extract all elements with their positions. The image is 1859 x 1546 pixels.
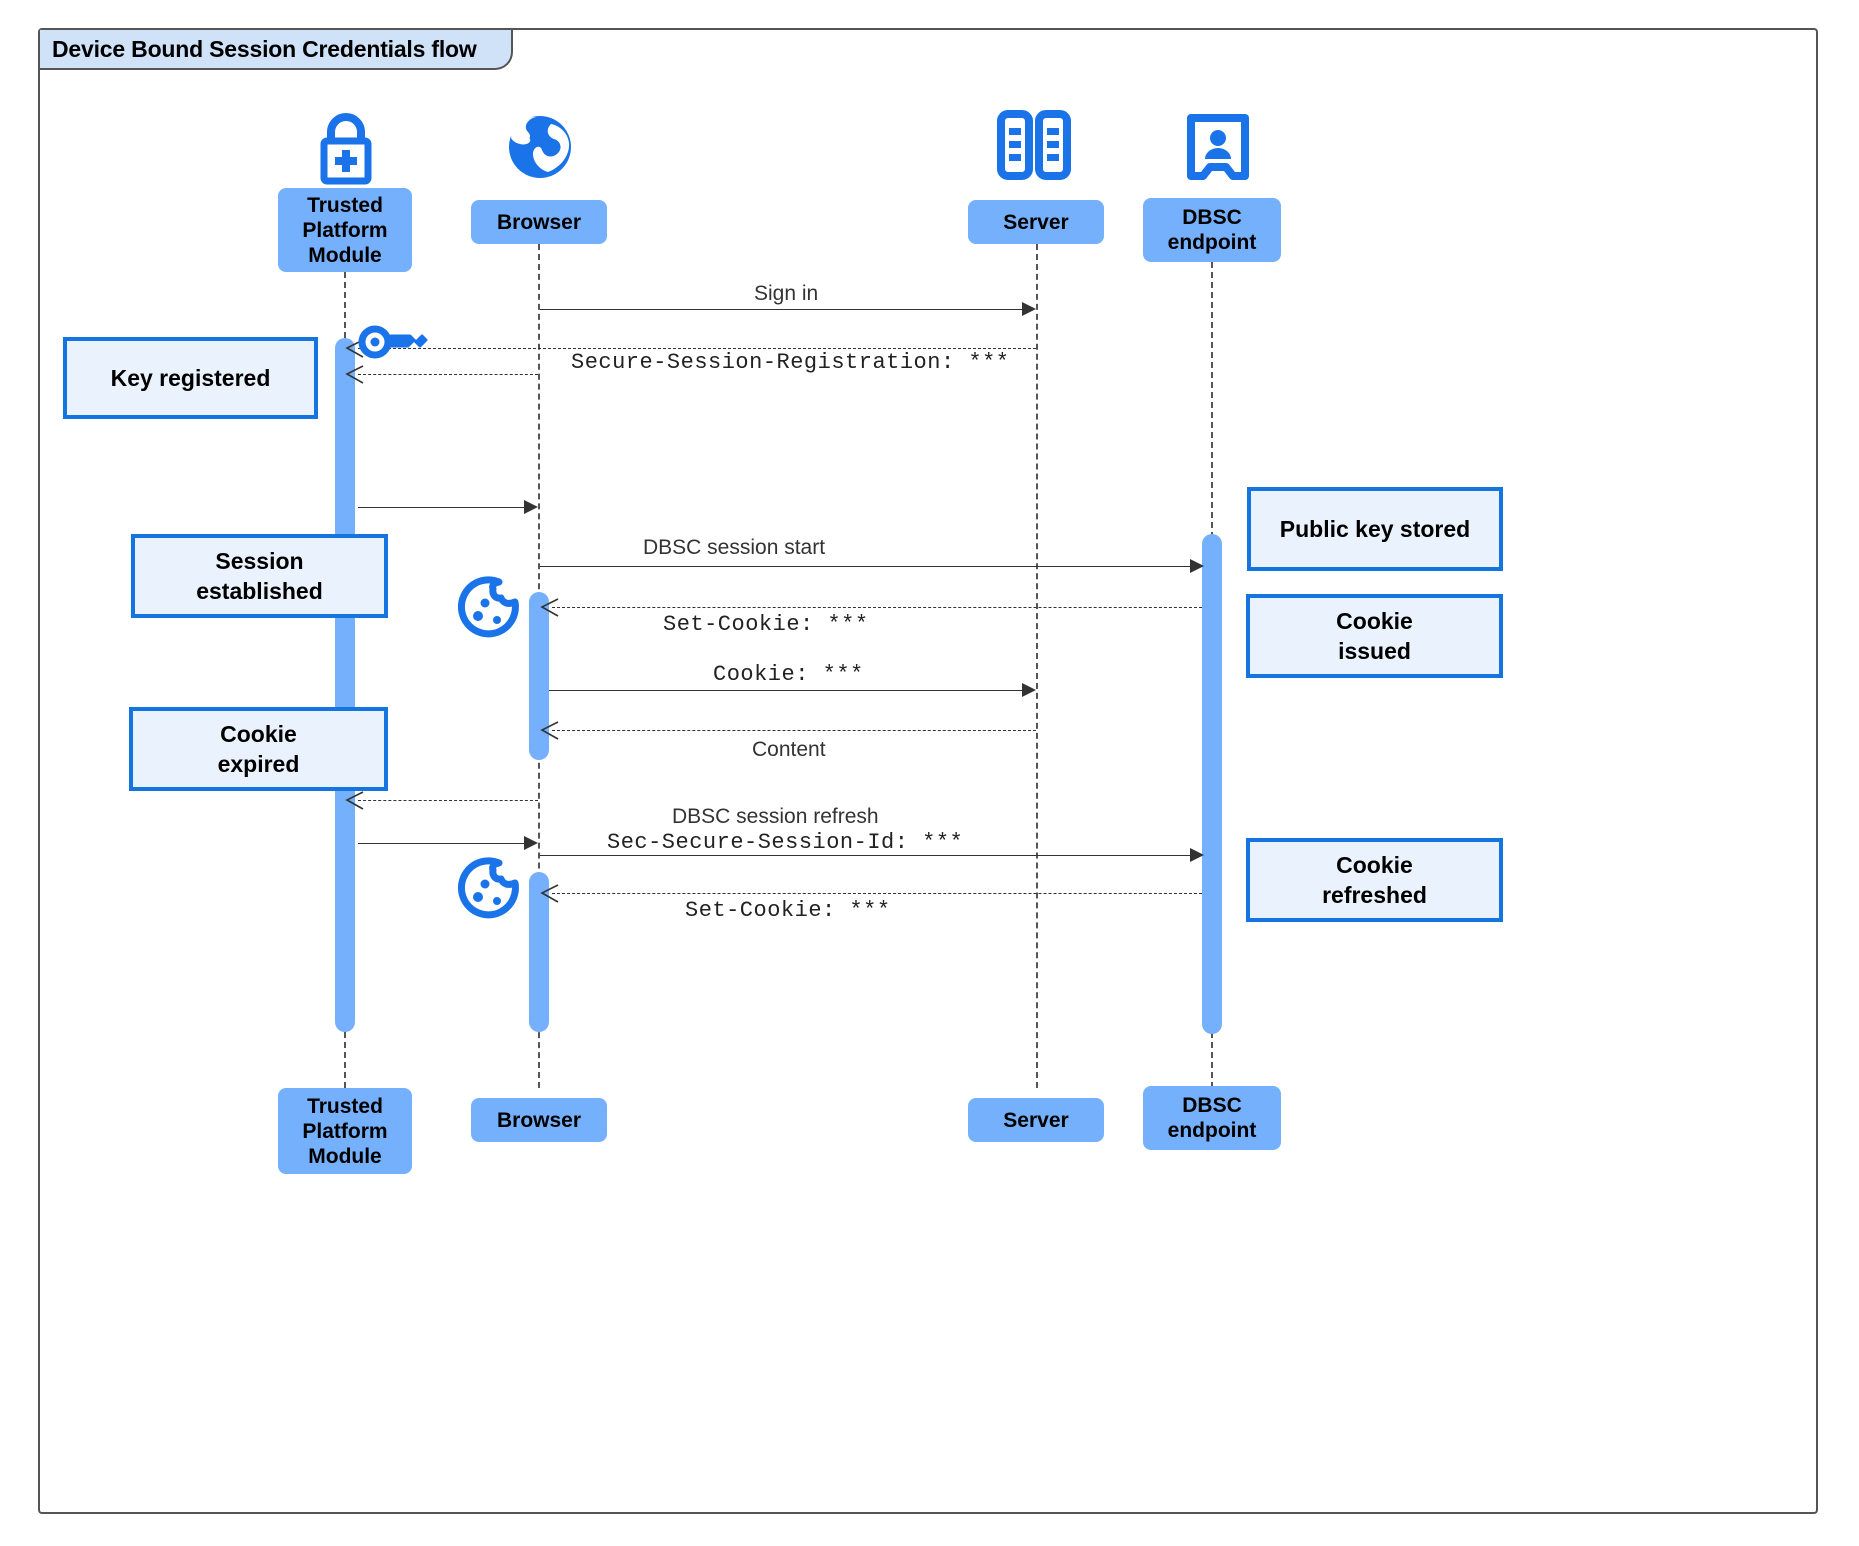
globe-icon — [503, 110, 577, 189]
message-line-registration-to-browser — [358, 374, 538, 375]
note-public-key-stored: Public key stored — [1247, 487, 1503, 571]
note-cookie-issued: Cookie issued — [1246, 594, 1503, 678]
arrowhead-left-open — [345, 791, 364, 810]
note-text: Session established — [196, 548, 323, 604]
participant-dbsc-top[interactable]: DBSC endpoint — [1143, 198, 1281, 262]
participant-label: DBSC endpoint — [1167, 1094, 1257, 1142]
arrowhead-left-open — [540, 884, 559, 903]
key-icon — [358, 320, 428, 369]
participant-label: Browser — [496, 1108, 582, 1132]
note-text: Cookie refreshed — [1322, 852, 1427, 908]
participant-label: Trusted Platform Module — [302, 1094, 388, 1168]
message-line-cookie — [549, 690, 1024, 691]
note-key-registered: Key registered — [63, 337, 318, 419]
message-line-sign-in — [540, 309, 1024, 310]
message-label-secure-session-registration: Secure-Session-Registration: *** — [571, 350, 1010, 375]
arrowhead-left-open — [540, 721, 559, 740]
message-label-dbsc-session-refresh: DBSC session refresh — [672, 805, 879, 828]
cookie-icon — [455, 575, 521, 646]
arrowhead-right — [524, 836, 538, 850]
participant-tpm-top[interactable]: Trusted Platform Module — [278, 188, 412, 272]
note-session-established: Session established — [131, 534, 388, 618]
arrowhead-right — [524, 500, 538, 514]
note-cookie-expired: Cookie expired — [129, 707, 388, 791]
participant-label: DBSC endpoint — [1167, 206, 1257, 254]
message-line-content — [552, 730, 1036, 731]
arrowhead-right — [1022, 302, 1036, 316]
message-label-set-cookie-2: Set-Cookie: *** — [685, 898, 891, 923]
cookie-icon — [455, 856, 521, 927]
message-label-cookie: Cookie: *** — [713, 662, 864, 687]
message-line-set-cookie-1 — [552, 607, 1202, 608]
message-label-content: Content — [752, 738, 826, 761]
activation-dbsc — [1202, 534, 1222, 1034]
id-badge-icon — [1185, 112, 1251, 187]
note-text: Key registered — [110, 365, 271, 391]
message-line-secure-session-registration — [358, 348, 1036, 349]
note-cookie-refreshed: Cookie refreshed — [1246, 838, 1503, 922]
participant-label: Browser — [496, 210, 582, 234]
message-label-sec-secure-session-id: Sec-Secure-Session-Id: *** — [607, 830, 964, 855]
message-line-set-cookie-2 — [552, 893, 1202, 894]
participant-browser-bottom[interactable]: Browser — [471, 1098, 607, 1142]
arrowhead-right — [1022, 683, 1036, 697]
note-text: Cookie expired — [217, 721, 300, 777]
activation-tpm — [335, 338, 355, 1032]
activation-browser-1 — [529, 592, 549, 760]
participant-tpm-bottom[interactable]: Trusted Platform Module — [278, 1088, 412, 1174]
arrowhead-left-open — [540, 598, 559, 617]
participant-server-top[interactable]: Server — [968, 200, 1104, 244]
server-racks-icon — [997, 110, 1075, 185]
message-label-sign-in: Sign in — [754, 282, 819, 305]
participant-label: Server — [1003, 1108, 1069, 1132]
participant-label: Trusted Platform Module — [302, 193, 388, 267]
arrowhead-left-open — [345, 339, 364, 358]
message-line-session-refresh — [540, 855, 1202, 856]
lifeline-server — [1036, 244, 1038, 1088]
lock-plus-icon — [307, 108, 385, 191]
note-text: Public key stored — [1279, 516, 1471, 542]
message-line-tpm-to-browser — [358, 507, 536, 508]
message-label-dbsc-session-start: DBSC session start — [643, 536, 826, 559]
arrowhead-left-open — [345, 365, 364, 384]
participant-dbsc-bottom[interactable]: DBSC endpoint — [1143, 1086, 1281, 1150]
participant-label: Server — [1003, 210, 1069, 234]
arrowhead-right — [1190, 848, 1204, 862]
participant-server-bottom[interactable]: Server — [968, 1098, 1104, 1142]
page-title: Device Bound Session Credentials flow — [52, 35, 477, 62]
message-line-dbsc-session-start — [540, 566, 1202, 567]
participant-browser-top[interactable]: Browser — [471, 200, 607, 244]
message-label-set-cookie-1: Set-Cookie: *** — [663, 612, 869, 637]
diagram-title-tab: Device Bound Session Credentials flow — [40, 30, 513, 70]
arrowhead-right — [1190, 559, 1204, 573]
message-line-tpm-to-browser-2 — [358, 843, 536, 844]
note-text: Cookie issued — [1336, 608, 1413, 664]
message-line-browser-to-tpm — [358, 800, 538, 801]
activation-browser-2 — [529, 872, 549, 1032]
